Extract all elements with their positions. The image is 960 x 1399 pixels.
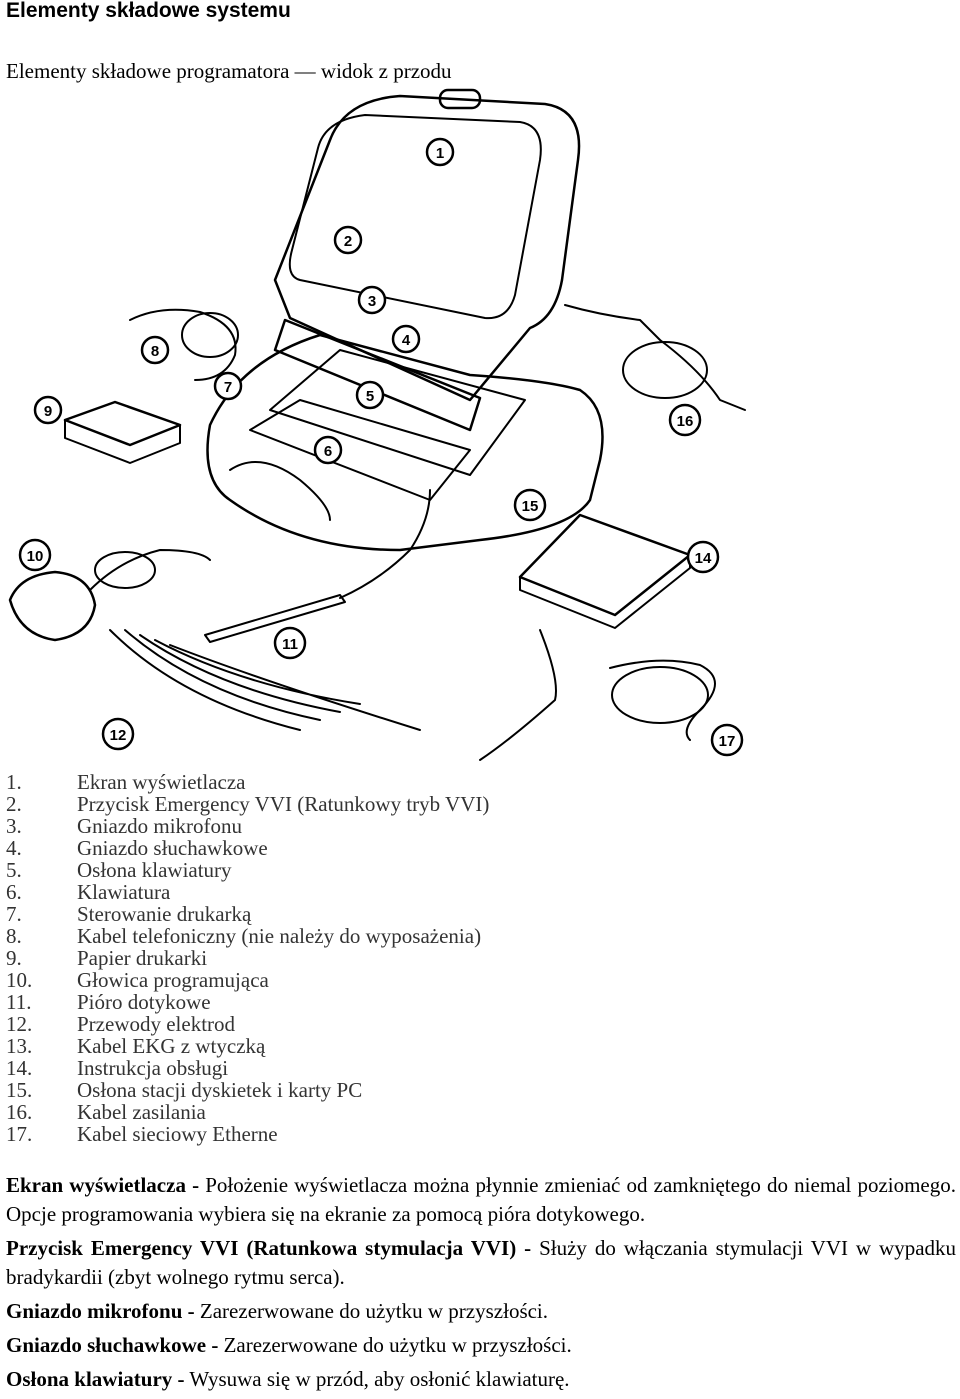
description-paragraph: Ekran wyświetlacza - Położenie wyświetla… xyxy=(6,1173,957,1226)
description-paragraph: Przycisk Emergency VVI (Ratunkowa stymul… xyxy=(6,1236,957,1289)
list-item: 1.Ekran wyświetlacza xyxy=(6,770,246,794)
svg-text:11: 11 xyxy=(282,636,298,653)
figure-caption: Elementy składowe programatora — widok z… xyxy=(6,59,452,83)
callout-15: 15 xyxy=(513,488,547,522)
callout-8: 8 xyxy=(140,335,170,365)
list-item: 12.Przewody elektrod xyxy=(6,1012,236,1036)
description-paragraph: Gniazdo słuchawkowe - Zarezerwowane do u… xyxy=(6,1333,572,1357)
display-lid xyxy=(273,94,581,402)
svg-text:9: 9 xyxy=(44,403,52,420)
callout-9: 9 xyxy=(33,395,63,425)
svg-text:2: 2 xyxy=(344,233,352,250)
list-item: 10.Głowica programująca xyxy=(6,968,269,992)
ethernet-cable xyxy=(609,659,716,741)
callout-3: 3 xyxy=(357,285,387,315)
list-item: 15.Osłona stacji dyskietek i karty PC xyxy=(6,1078,363,1102)
power-cable xyxy=(564,304,746,411)
list-item: 16.Kabel zasilania xyxy=(6,1100,206,1124)
callout-17: 17 xyxy=(710,723,744,757)
svg-text:3: 3 xyxy=(368,293,376,310)
ecg-cable xyxy=(479,629,557,761)
callout-1: 1 xyxy=(425,137,455,167)
programmer-drawing: 1 2 3 4 5 6 7 8 9 10 11 12 14 15 16 17 xyxy=(8,88,746,761)
svg-text:10: 10 xyxy=(27,548,44,565)
programming-head xyxy=(8,570,97,642)
svg-text:7: 7 xyxy=(224,379,232,396)
list-item: 8.Kabel telefoniczny (nie należy do wypo… xyxy=(6,924,482,948)
svg-text:14: 14 xyxy=(695,550,712,567)
list-item: 17.Kabel sieciowy Etherne xyxy=(6,1122,278,1146)
keyboard-cover xyxy=(269,349,526,476)
base-handle xyxy=(229,461,331,521)
electrode-leads xyxy=(109,629,421,731)
svg-text:12: 12 xyxy=(110,727,127,744)
programmer-illustration: 1 2 3 4 5 6 7 8 9 10 11 12 14 15 16 17 xyxy=(0,80,960,770)
list-item: 13.Kabel EKG z wtyczką xyxy=(6,1034,266,1058)
lid-handle xyxy=(438,88,482,110)
list-item: 2.Przycisk Emergency VVI (Ratunkowy tryb… xyxy=(6,792,490,816)
section-title: Elementy składowe systemu xyxy=(6,0,291,22)
svg-text:1: 1 xyxy=(436,145,444,162)
list-item: 11.Pióro dotykowe xyxy=(6,990,211,1014)
component-descriptions: Ekran wyświetlacza - Położenie wyświetla… xyxy=(6,1171,956,1399)
svg-text:6: 6 xyxy=(324,443,332,460)
svg-text:16: 16 xyxy=(677,413,694,430)
svg-text:8: 8 xyxy=(151,343,159,360)
list-item: 4.Gniazdo słuchawkowe xyxy=(6,836,268,860)
list-item: 3.Gniazdo mikrofonu xyxy=(6,814,243,838)
hinge xyxy=(273,318,482,432)
display-screen xyxy=(288,114,542,320)
callout-11: 11 xyxy=(273,626,307,660)
description-paragraph: Osłona klawiatury - Wysuwa się w przód, … xyxy=(6,1367,570,1391)
callout-16: 16 xyxy=(668,403,702,437)
callout-7: 7 xyxy=(213,371,243,401)
phone-cable xyxy=(129,308,237,381)
callout-4: 4 xyxy=(391,324,421,354)
list-item: 5.Osłona klawiatury xyxy=(6,858,232,882)
callout-14: 14 xyxy=(686,540,720,574)
printer-paper xyxy=(63,400,182,447)
keyboard xyxy=(249,399,471,501)
callout-5: 5 xyxy=(355,380,385,410)
callout-2: 2 xyxy=(333,225,363,255)
callout-12: 12 xyxy=(101,717,135,751)
callout-10: 10 xyxy=(18,538,52,572)
list-item: 7.Sterowanie drukarką xyxy=(6,902,252,926)
base-outline xyxy=(206,333,604,552)
stylus xyxy=(204,594,346,643)
svg-text:5: 5 xyxy=(366,388,374,405)
callout-6: 6 xyxy=(313,435,343,465)
list-item: 6.Klawiatura xyxy=(6,880,171,904)
list-item: 14.Instrukcja obsługi xyxy=(6,1056,229,1080)
svg-text:17: 17 xyxy=(719,733,736,750)
description-paragraph: Gniazdo mikrofonu - Zarezerwowane do uży… xyxy=(6,1299,549,1323)
svg-text:4: 4 xyxy=(402,332,411,349)
svg-text:15: 15 xyxy=(522,498,539,515)
list-item: 9.Papier drukarki xyxy=(6,946,208,970)
parts-list: 1.Ekran wyświetlacza 2.Przycisk Emergenc… xyxy=(6,771,489,1145)
